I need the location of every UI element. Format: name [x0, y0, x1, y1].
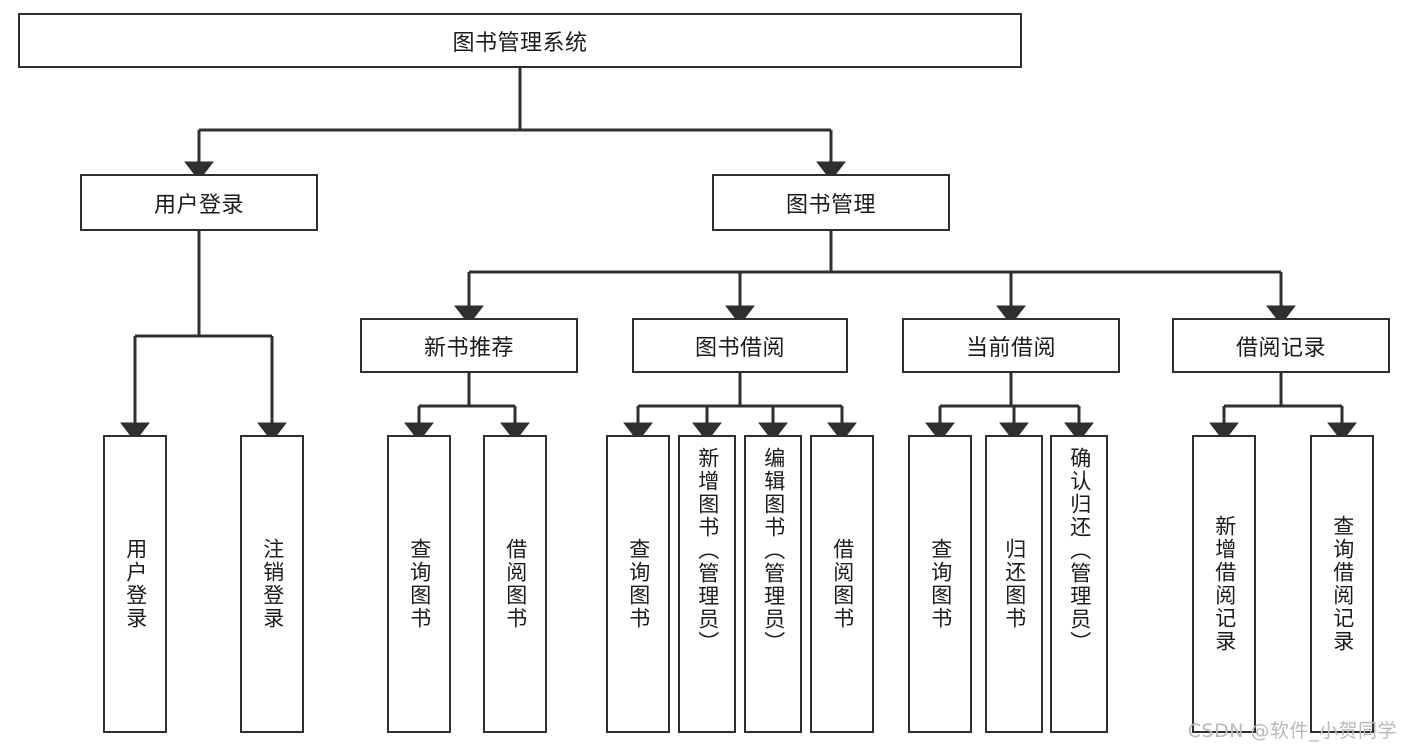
leaf-logout-label: 注销登录 — [260, 538, 285, 630]
leaf-user-login-label: 用户登录 — [123, 538, 148, 630]
node-book-management[interactable]: 图书管理 — [712, 174, 950, 231]
node-new-book-recommend-label: 新书推荐 — [423, 335, 514, 361]
leaf-edit-book-admin-label: 编辑图书（管理员） — [761, 447, 786, 654]
node-borrow-record-label: 借阅记录 — [1235, 335, 1326, 361]
leaf-confirm-return-admin[interactable]: 确认归还（管理员） — [1050, 435, 1108, 733]
node-new-book-recommend[interactable]: 新书推荐 — [360, 318, 578, 373]
leaf-user-login[interactable]: 用户登录 — [103, 435, 167, 733]
leaf-borrow-book-new-label: 借阅图书 — [503, 538, 528, 630]
leaf-borrow-book[interactable]: 借阅图书 — [810, 435, 874, 733]
leaf-borrow-book-label: 借阅图书 — [830, 538, 855, 630]
leaf-query-book[interactable]: 查询图书 — [606, 435, 670, 733]
leaf-add-borrow-record[interactable]: 新增借阅记录 — [1192, 435, 1256, 733]
leaf-query-book-current-label: 查询图书 — [928, 538, 953, 630]
node-book-borrow[interactable]: 图书借阅 — [632, 318, 848, 373]
leaf-logout[interactable]: 注销登录 — [240, 435, 304, 733]
node-user-login[interactable]: 用户登录 — [80, 174, 318, 231]
leaf-query-book-new[interactable]: 查询图书 — [387, 435, 451, 733]
node-current-borrow-label: 当前借阅 — [965, 335, 1056, 361]
leaf-add-book-admin[interactable]: 新增图书（管理员） — [678, 435, 736, 733]
leaf-return-book-label: 归还图书 — [1002, 538, 1027, 630]
leaf-query-book-current[interactable]: 查询图书 — [908, 435, 972, 733]
node-root-label: 图书管理系统 — [452, 30, 588, 56]
leaf-borrow-book-new[interactable]: 借阅图书 — [483, 435, 547, 733]
node-borrow-record[interactable]: 借阅记录 — [1172, 318, 1390, 373]
leaf-return-book[interactable]: 归还图书 — [985, 435, 1043, 733]
node-book-management-label: 图书管理 — [785, 192, 876, 218]
leaf-query-borrow-record[interactable]: 查询借阅记录 — [1310, 435, 1374, 733]
leaf-add-borrow-record-label: 新增借阅记录 — [1212, 515, 1237, 653]
leaf-query-book-label: 查询图书 — [626, 538, 651, 630]
leaf-query-borrow-record-label: 查询借阅记录 — [1330, 515, 1355, 653]
node-user-login-label: 用户登录 — [153, 192, 244, 218]
leaf-add-book-admin-label: 新增图书（管理员） — [695, 447, 720, 654]
leaf-edit-book-admin[interactable]: 编辑图书（管理员） — [744, 435, 802, 733]
node-book-borrow-label: 图书借阅 — [694, 335, 785, 361]
leaf-confirm-return-admin-label: 确认归还（管理员） — [1067, 447, 1092, 654]
node-root[interactable]: 图书管理系统 — [18, 13, 1022, 68]
node-current-borrow[interactable]: 当前借阅 — [902, 318, 1120, 373]
leaf-query-book-new-label: 查询图书 — [407, 538, 432, 630]
